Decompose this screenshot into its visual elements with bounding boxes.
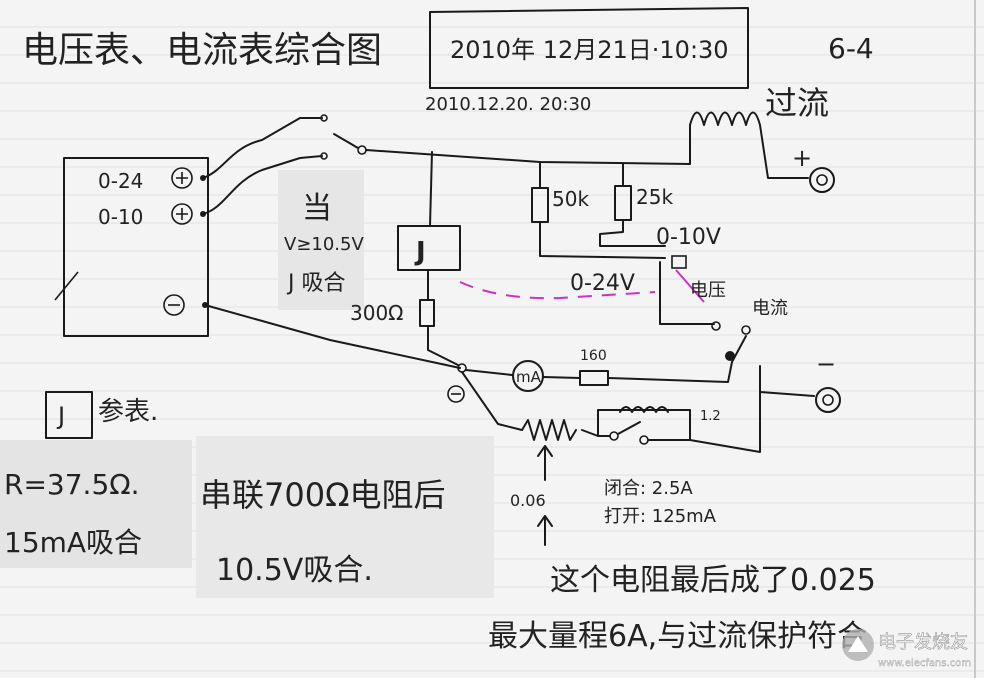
mode-switch-pivot	[725, 351, 735, 361]
voltage-pull-in-note: 10.5V吸合.	[216, 553, 373, 588]
wire-to-mode-switch-pivot	[607, 361, 733, 383]
relay-ref-box	[45, 391, 93, 439]
minus-terminal-icon	[163, 294, 185, 316]
terminal-10-label: 0-10	[98, 205, 143, 229]
overcurrent-coil-icon	[689, 111, 761, 126]
switch-blade	[333, 133, 359, 149]
minus-output-label: −	[816, 350, 836, 378]
note-arrow-icon	[537, 515, 553, 546]
relay-mechanical-link	[459, 281, 656, 300]
condition-line3: J 吸合	[286, 271, 345, 296]
negative-return-wire	[204, 304, 461, 369]
meter-resistor-icon	[579, 370, 609, 386]
relay-pull-in-note: 15mA吸合	[4, 526, 142, 559]
rheostat-arrow-icon	[537, 445, 553, 481]
plus-sign-icon	[176, 208, 188, 220]
bottom-note-line2: 最大量程6A,与过流保护符合	[488, 619, 867, 654]
plus-terminal-icon	[171, 167, 193, 189]
power-source-box	[63, 157, 209, 337]
series-note-panel	[196, 436, 494, 598]
wire-shunt-return	[597, 365, 761, 453]
switch-voltage-label: 电压	[690, 280, 726, 301]
switch-closed-label: 闭合: 2.5A	[604, 478, 693, 499]
resistor-50k-label: 50k	[552, 187, 589, 211]
switch-pivot	[357, 145, 367, 155]
resistor-25k-label: 25k	[636, 185, 673, 209]
wire-to-plus-output	[759, 124, 809, 179]
switch-open-label: 打开: 125mA	[604, 506, 717, 527]
rheostat-value-label: 0.06	[510, 491, 546, 510]
wire-meter-resistor	[542, 376, 581, 379]
shunt-coil-icon	[619, 406, 669, 413]
mode-switch-contact	[711, 321, 721, 331]
series-resistor-note: 串联700Ω电阻后	[200, 476, 446, 514]
wire-to-meter	[465, 369, 513, 376]
wire-to-mode-switch	[659, 261, 715, 325]
relay-spec-panel	[0, 440, 192, 568]
resistor-50k-icon	[531, 187, 549, 223]
mode-switch-contact	[741, 325, 751, 335]
wire-10v	[202, 155, 323, 215]
relay-ref-text: 参表.	[98, 397, 158, 427]
switch-contact	[320, 114, 328, 122]
plus-output-terminal	[809, 167, 835, 193]
wire-to-rheostat	[461, 371, 523, 431]
diagram-title: 电压表、电流表综合图	[22, 30, 382, 71]
wire-50k-to-switch	[539, 221, 666, 259]
relay-j-box	[397, 225, 461, 271]
resistor-25k-icon	[614, 185, 632, 221]
rheostat-icon	[521, 419, 577, 441]
watermark-logo-mark	[848, 636, 868, 652]
wire-to-relay	[429, 151, 433, 227]
watermark-url: www.elecfans.com	[878, 658, 971, 669]
relay-ref-letter: J	[56, 402, 65, 430]
meter-resistor-label: 160	[580, 348, 607, 364]
switch-current-label: 电流	[752, 298, 788, 319]
date-box	[429, 7, 749, 89]
relay-j-label: J	[414, 237, 426, 267]
shunt-coil-res-label: 1.2	[700, 409, 721, 424]
overcurrent-label: 过流	[765, 84, 829, 122]
date-box-text: 2010年 12月21日·10:30	[450, 36, 729, 64]
minus-output-terminal-inner	[822, 394, 834, 406]
wire-relay-to-node	[427, 325, 459, 366]
milliammeter-icon	[512, 360, 544, 392]
date-note: 2010.12.20. 20:30	[425, 94, 591, 115]
wire-24v	[202, 117, 323, 179]
terminal-24-label: 0-24	[98, 169, 143, 193]
wire-to-minus-output	[759, 391, 815, 397]
watermark-text: 电子发烧友	[878, 632, 968, 653]
watermark: 电子发烧友 www.elecfans.com	[842, 629, 971, 669]
page-number: 6-4	[828, 32, 874, 65]
relay-resistor-label: 300Ω	[350, 301, 403, 325]
plus-output-terminal-inner	[816, 174, 828, 186]
bottom-note-line1: 这个电阻最后成了0.025	[550, 563, 876, 598]
relay-link-line	[675, 269, 705, 303]
switch-contact	[320, 152, 328, 160]
shunt-switch-contact	[609, 431, 619, 441]
range-24v-label: 0-24V	[570, 271, 635, 296]
shunt-switch-blade	[617, 421, 641, 435]
ground-tick	[54, 271, 79, 301]
plus-output-label: +	[792, 144, 812, 172]
minus-output-terminal	[815, 387, 841, 413]
plus-terminal-icon	[171, 203, 193, 225]
condition-panel	[278, 170, 364, 310]
wire-25k-to-switch	[599, 219, 666, 247]
relay-resistor-icon	[419, 299, 435, 327]
top-bus-wire	[365, 124, 691, 165]
condition-line1: 当	[302, 191, 332, 226]
wire-shunt-coil	[581, 409, 691, 441]
range-switch-contact	[671, 255, 687, 269]
range-10v-label: 0-10V	[656, 225, 721, 250]
condition-line2: V≥10.5V	[284, 234, 364, 255]
relay-resistance-note: R=37.5Ω.	[4, 468, 140, 501]
plus-sign-icon	[176, 172, 188, 184]
shunt-switch-contact	[639, 435, 649, 445]
negative-node-icon	[447, 385, 465, 403]
milliammeter-label: mA	[516, 368, 542, 386]
